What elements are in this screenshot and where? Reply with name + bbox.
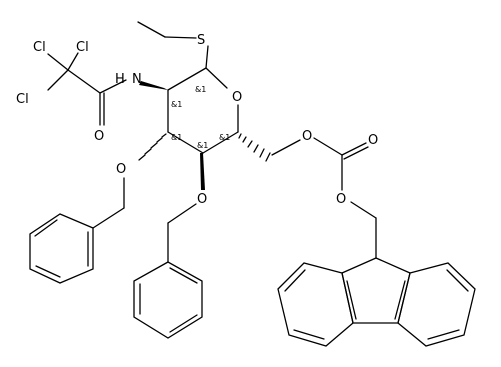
atom-s-thio: S (197, 33, 205, 48)
stereo-label-c2: &1 (171, 100, 182, 109)
bond-carbonate-c-o-1 (341, 142, 367, 156)
bond-c1-oring (205, 67, 228, 89)
bond-c4-c5 (202, 131, 239, 154)
atom-o-bn3: O (116, 162, 126, 177)
stereo-label-c1: &1 (195, 85, 206, 94)
atom-o-bn4: O (197, 192, 207, 207)
bond-n-carbonyl (99, 79, 127, 94)
stereo-label-c3: &1 (171, 133, 182, 142)
fluorene-right-benzene (394, 262, 476, 347)
atom-n-amide: N (132, 72, 142, 87)
atom-o-amide: O (94, 129, 104, 144)
bold-bond-c2-n (139, 81, 168, 90)
atom-o-carbonate-1: O (302, 129, 312, 144)
bond-ethyl-ch3 (137, 21, 166, 38)
hashed-bond-c3-o (138, 133, 167, 161)
stereo-label-c4: &1 (197, 141, 208, 150)
bond-ch2-ph3 (92, 207, 125, 229)
bond-o4-ch2 (167, 203, 197, 224)
bond-c1-c2 (167, 67, 207, 91)
benzene-ring-bn3 (29, 213, 94, 284)
bond-o2-ch2 (350, 201, 377, 219)
bond-ch2-o-carbonate (271, 139, 301, 156)
benzene-ring-bn4 (133, 261, 203, 339)
bond-ccl3-cl3 (47, 69, 69, 91)
atom-o-carbonate-double: O (368, 133, 378, 148)
atom-cl-1: Cl (33, 40, 46, 55)
stereo-label-c5: &1 (219, 133, 230, 142)
bond-carbonate-c-o-2 (343, 146, 369, 160)
atom-cl-3: Cl (16, 92, 29, 107)
bond-ethyl-ch2-s (164, 36, 197, 39)
atom-h-amide: H (115, 72, 125, 87)
bond-ccl3-cl2 (67, 52, 79, 71)
bond-o-carbonyl-c (313, 137, 343, 156)
atom-cl-2: Cl (76, 40, 89, 55)
bond-ccl3-cl1 (47, 53, 69, 71)
hashed-bond-c5-ch2 (238, 133, 271, 162)
bond-c3-c4 (167, 131, 204, 154)
bond-carbonyl-ccl3 (67, 69, 101, 94)
atom-o-ring: O (232, 90, 242, 105)
atom-o-carbonate-2: O (336, 192, 346, 207)
bond-s-c1 (205, 45, 209, 69)
fluorene-left-benzene (277, 262, 357, 347)
bold-bond-c4-o (200, 153, 205, 190)
